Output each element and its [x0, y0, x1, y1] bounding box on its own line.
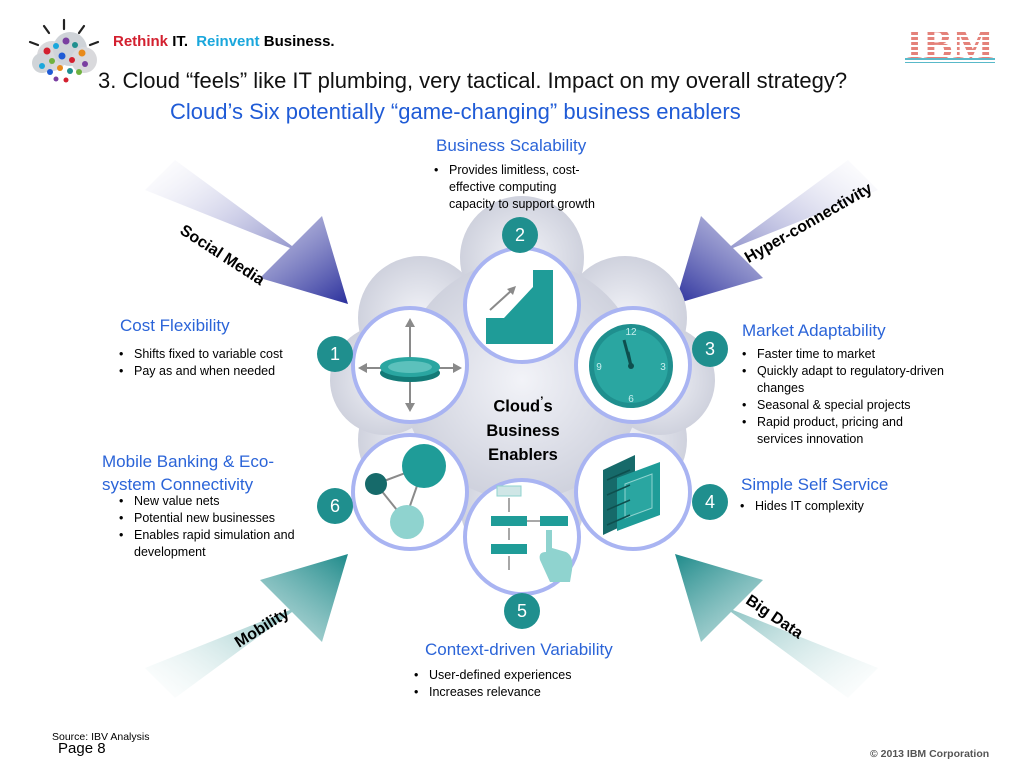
arrow-hyper-connectivity [675, 160, 878, 304]
clock-number-9: 9 [596, 362, 602, 373]
network-nodes-icon [365, 444, 446, 539]
center-label-cloud: Cloud [493, 397, 541, 416]
tagline-rethink: Rethink [113, 33, 169, 50]
bullet-item: Shifts fixed to variable cost [116, 346, 316, 363]
center-label-s: s [543, 397, 553, 416]
enabler-title-cost-flexibility: Cost Flexibility [120, 316, 230, 335]
page-number: Page 8 [58, 740, 106, 757]
ibm-logo: IBM [903, 20, 997, 69]
bullet-item: Potential new businesses [116, 510, 316, 527]
enabler-number-5: 5 [504, 593, 540, 629]
bullet-item: Provides limitless, cost-effective compu… [431, 162, 603, 213]
enabler-bullets-business-scalability: Provides limitless, cost-effective compu… [431, 162, 603, 213]
growth-stairs-icon [486, 270, 553, 344]
cloud-people-logo [22, 16, 106, 90]
enabler-bullets-cost-flexibility: Shifts fixed to variable cost Pay as and… [116, 346, 316, 380]
enabler-bullets-market-adaptability: Faster time to market Quickly adapt to r… [739, 346, 944, 448]
enabler-title-context-driven-variability: Context-driven Variability [425, 640, 613, 659]
arrow-social-media [145, 160, 348, 304]
center-label: Cloud’s Business Enablers [458, 389, 588, 467]
bullet-item: Pay as and when needed [116, 363, 316, 380]
tagline: Rethink IT. Reinvent Business. [113, 33, 335, 50]
enabler-number-4: 4 [692, 484, 728, 520]
question-title: 3. Cloud “feels” like IT plumbing, very … [98, 68, 848, 93]
enabler-title-market-adaptability: Market Adaptability [742, 321, 886, 340]
enabler-number-1: 1 [317, 336, 353, 372]
flow-hand-icon [491, 485, 573, 582]
center-label-enablers: Enablers [488, 445, 558, 464]
bullet-item: Faster time to market [739, 346, 944, 363]
clock-number-12: 12 [625, 327, 637, 338]
bullet-item: Quickly adapt to regulatory-driven chang… [739, 363, 944, 397]
bullet-item: New value nets [116, 493, 316, 510]
center-label-apostrophe: ’ [540, 394, 544, 408]
bullet-item: Seasonal & special projects [739, 397, 944, 414]
enabler-bullets-simple-self-service: Hides IT complexity [737, 498, 937, 515]
bullet-item: Increases relevance [411, 684, 631, 701]
arrow-mobility [145, 554, 348, 698]
arrow-big-data [675, 554, 878, 698]
tagline-business: Business. [263, 33, 335, 50]
chip-icon [603, 455, 660, 535]
bullet-item: Hides IT complexity [737, 498, 937, 515]
enabler-number-3: 3 [692, 331, 728, 367]
balance-disc-icon [358, 318, 462, 412]
enabler-title-simple-self-service: Simple Self Service [741, 475, 889, 494]
enabler-title-business-scalability: Business Scalability [436, 136, 587, 155]
enabler-number-2: 2 [502, 217, 538, 253]
center-label-business: Business [486, 421, 560, 440]
source-note: Source: IBV Analysis [52, 731, 150, 743]
clock-number-3: 3 [660, 362, 666, 373]
copyright: © 2013 IBM Corporation [870, 748, 990, 760]
enabler-bullets-mobile-banking: New value nets Potential new businesses … [116, 493, 316, 561]
enabler-title-mobile-banking: Mobile Banking & Eco-system Connectivity [102, 452, 274, 494]
bullet-item: Enables rapid simulation and development [116, 527, 316, 561]
tagline-reinvent: Reinvent [196, 33, 260, 50]
clock-icon: 12 3 6 9 [589, 324, 673, 408]
bullet-item: User-defined experiences [411, 667, 631, 684]
enabler-bullets-context-driven-variability: User-defined experiences Increases relev… [411, 667, 631, 701]
subtitle: Cloud’s Six potentially “game-changing” … [170, 99, 741, 124]
tagline-it: IT. [172, 33, 189, 50]
bullet-item: Rapid product, pricing and services inno… [739, 414, 944, 448]
enabler-number-6: 6 [317, 488, 353, 524]
clock-number-6: 6 [628, 394, 634, 405]
